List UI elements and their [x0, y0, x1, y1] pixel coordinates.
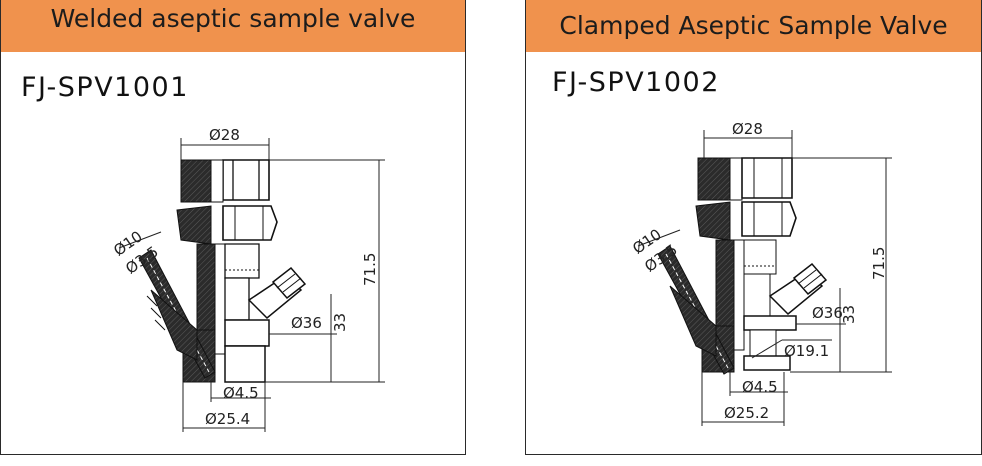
right-dim-body-dia: Ø36 — [812, 304, 843, 322]
right-dim-ferrule-label: Ø19.1 — [784, 342, 829, 360]
right-model-number: FJ-SPV1002 — [552, 67, 720, 98]
right-dim-ferrule: Ø19.1 — [751, 339, 832, 360]
right-dim-top-label: Ø28 — [732, 120, 763, 138]
right-banner-title: Clamped Aseptic Sample Valve — [559, 11, 948, 40]
right-dim-top: Ø28 — [703, 120, 793, 158]
right-dim-height-label: 71.5 — [870, 247, 888, 280]
left-dim-top: Ø28 — [180, 126, 270, 162]
right-valve-drawing: Ø28 — [629, 120, 892, 426]
left-banner: Welded aseptic sample valve — [1, 0, 465, 52]
left-model-number: FJ-SPV1001 — [21, 72, 189, 103]
right-valve-body — [657, 157, 828, 375]
right-dim-base-label: Ø25.2 — [724, 404, 769, 422]
left-dim-base: Ø25.4 — [182, 382, 266, 432]
right-dim-height: 71.5 — [790, 157, 892, 373]
left-dim-base-label: Ø25.4 — [205, 410, 250, 428]
right-dim-body-height: 33 — [840, 305, 858, 324]
left-valve-body — [138, 159, 307, 383]
right-banner: Clamped Aseptic Sample Valve — [526, 0, 981, 52]
right-panel: Clamped Aseptic Sample Valve FJ-SPV1002 … — [525, 0, 982, 455]
left-panel: Welded aseptic sample valve FJ-SPV1001 Ø… — [0, 0, 466, 455]
left-dim-body-height: 33 — [331, 313, 349, 332]
left-dim-body-dia: Ø36 — [291, 314, 322, 332]
right-dim-bore-label: Ø4.5 — [742, 378, 778, 396]
left-dim-bore: Ø4.5 — [210, 382, 271, 402]
right-dim-base: Ø25.2 — [701, 372, 785, 426]
left-valve-drawing: Ø28 — [110, 126, 385, 432]
left-banner-title: Welded aseptic sample valve — [50, 4, 416, 33]
right-dim-body: Ø36 33 — [796, 288, 858, 372]
left-dim-top-label: Ø28 — [209, 126, 240, 144]
left-dim-body: Ø36 33 — [269, 294, 349, 382]
left-dim-bore-label: Ø4.5 — [223, 384, 259, 402]
left-dim-height: 71.5 — [265, 159, 385, 383]
left-dim-height-label: 71.5 — [361, 253, 379, 286]
right-dim-bore: Ø4.5 — [729, 372, 788, 396]
